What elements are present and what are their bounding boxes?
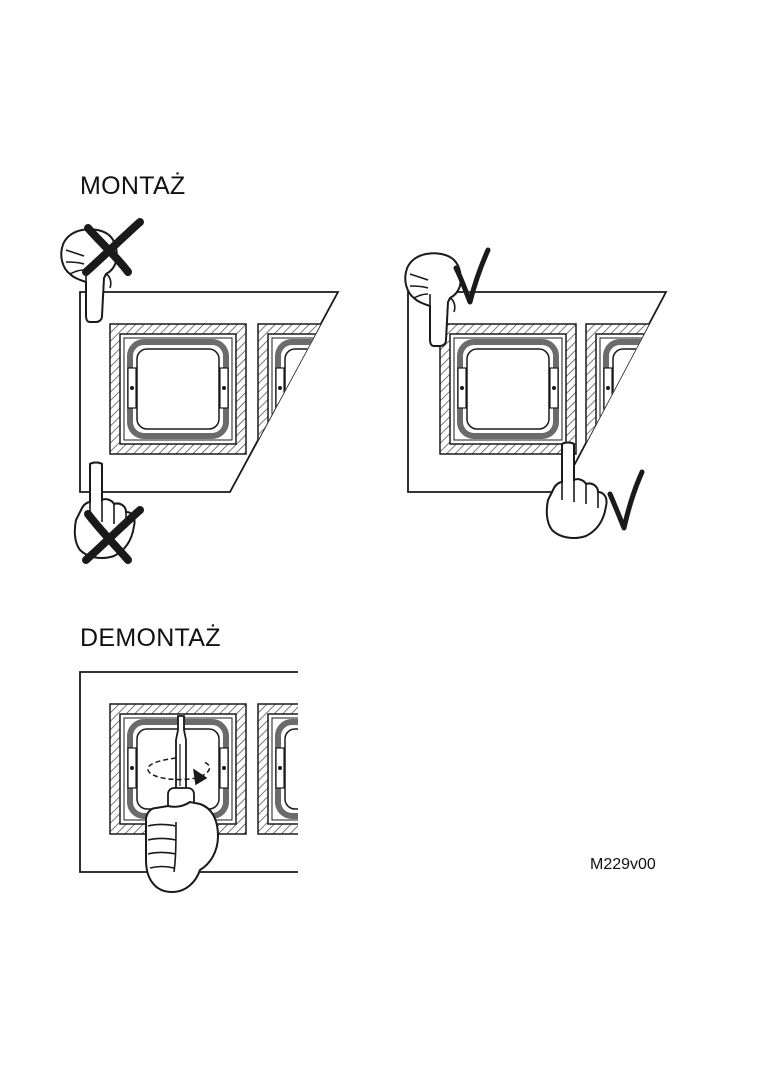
socket-frame-partial <box>586 324 722 454</box>
hand-holding-screwdriver-icon <box>145 800 220 894</box>
section-title-mount: MONTAŻ <box>80 172 186 200</box>
dismount-diagram <box>79 671 394 894</box>
socket-frame <box>440 324 576 454</box>
mount-correct-diagram <box>404 247 722 539</box>
rotation-arrow-icon <box>147 757 211 786</box>
mount-wrong-diagram <box>60 218 394 564</box>
socket-frame-partial <box>258 704 394 834</box>
cross-mark-icon <box>82 218 144 276</box>
socket-frame <box>110 324 246 454</box>
section-title-dismount: DEMONTAŻ <box>80 624 221 652</box>
document-code: M229v00 <box>590 856 656 873</box>
check-mark-icon <box>453 247 491 305</box>
check-mark-icon <box>607 469 645 531</box>
cross-mark-icon <box>82 506 144 564</box>
socket-frame-partial <box>258 324 394 454</box>
